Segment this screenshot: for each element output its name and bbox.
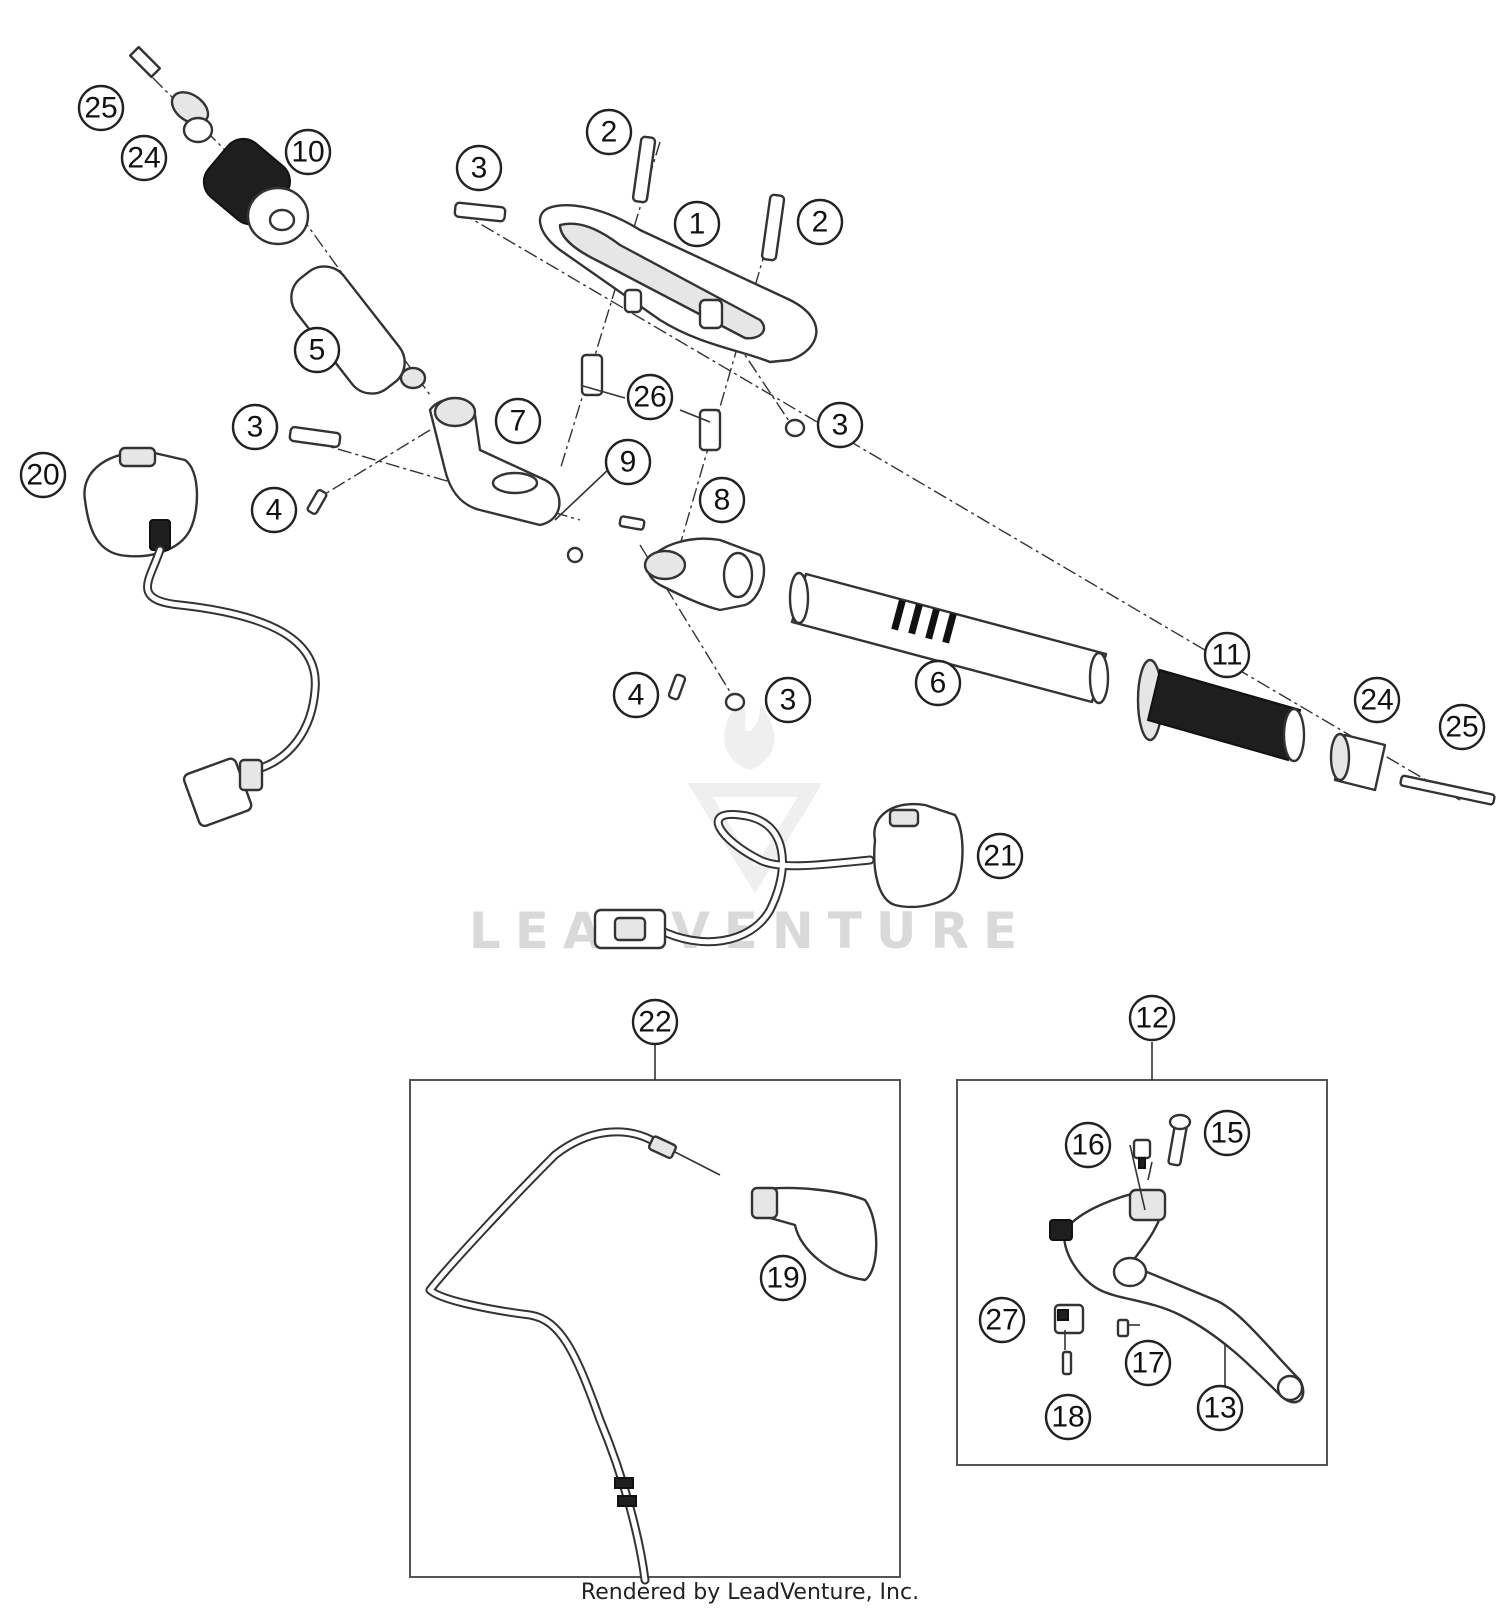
bolt-3-mid-left (288, 425, 342, 449)
callout-26: 26 (626, 373, 674, 421)
callout-3: 3 (231, 403, 279, 451)
clamp-bolt-2b (760, 193, 786, 262)
callout-2: 2 (796, 198, 844, 246)
throttle-cover (750, 1186, 878, 1282)
callout-3: 3 (816, 401, 864, 449)
bushing-26a (580, 353, 604, 397)
svg-text:16: 16 (1071, 1129, 1104, 1162)
svg-text:4: 4 (628, 679, 645, 712)
svg-text:17: 17 (1131, 1347, 1164, 1380)
screw-17 (1116, 1318, 1130, 1338)
switch-left (83, 446, 320, 828)
callout-4: 4 (612, 671, 660, 719)
svg-text:2: 2 (812, 206, 829, 239)
svg-text:9: 9 (620, 446, 637, 479)
svg-text:3: 3 (780, 684, 797, 717)
svg-text:27: 27 (985, 1304, 1018, 1337)
screw-4-bottom (667, 673, 687, 701)
screw-18 (1061, 1350, 1073, 1376)
svg-text:11: 11 (1211, 639, 1242, 672)
svg-text:13: 13 (1203, 1392, 1236, 1425)
callout-22: 22 (631, 998, 679, 1046)
bushing-26b (698, 408, 722, 452)
callout-6: 6 (914, 659, 962, 707)
svg-text:18: 18 (1051, 1401, 1084, 1434)
svg-text:15: 15 (1210, 1117, 1243, 1150)
callout-10: 10 (284, 128, 332, 176)
svg-text:4: 4 (266, 494, 283, 527)
screw-15 (1167, 1113, 1192, 1167)
throttle-housing (428, 396, 561, 527)
screw-9 (566, 515, 646, 564)
svg-text:22: 22 (638, 1006, 671, 1039)
switch-27 (1053, 1303, 1085, 1335)
callout-19: 19 (759, 1254, 807, 1302)
grip-left (202, 137, 310, 246)
callout-2: 2 (585, 108, 633, 156)
assembly-box-22 (409, 1079, 901, 1578)
bar-end-weight-left (128, 45, 214, 144)
throttle-tube (290, 265, 427, 395)
callout-7: 7 (494, 397, 542, 445)
svg-text:21: 21 (983, 840, 1016, 873)
svg-text:1: 1 (689, 208, 706, 241)
svg-text:2: 2 (601, 116, 618, 149)
assembly-box-12 (956, 1079, 1328, 1466)
callout-8: 8 (698, 476, 746, 524)
footer-credit: Rendered by LeadVenture, Inc. (580, 1580, 920, 1605)
nut-3-bottom (724, 692, 746, 712)
callout-12: 12 (1128, 994, 1176, 1042)
callout-3: 3 (455, 144, 503, 192)
nut-3-right (784, 418, 806, 438)
callout-9: 9 (604, 438, 652, 486)
svg-text:24: 24 (127, 142, 160, 175)
clamp-bolt-2a (631, 135, 657, 204)
handlebar-tube (788, 571, 1110, 705)
clutch-clamp (643, 537, 766, 612)
grip-right (1136, 658, 1306, 763)
screw-16 (1132, 1138, 1152, 1169)
callout-21: 21 (976, 832, 1024, 880)
callout-27: 27 (978, 1296, 1026, 1344)
callout-24: 24 (120, 134, 168, 182)
callout-1: 1 (673, 200, 721, 248)
clutch-lever-assembly (1049, 1144, 1305, 1404)
svg-text:26: 26 (633, 381, 666, 414)
svg-text:24: 24 (1360, 684, 1393, 717)
callout-4: 4 (250, 486, 298, 534)
svg-text:25: 25 (84, 92, 117, 125)
callout-13: 13 (1196, 1384, 1244, 1432)
svg-text:10: 10 (291, 136, 324, 169)
callout-3-extra: 3 (1142, 1414, 1159, 1447)
svg-text:3: 3 (247, 411, 264, 444)
switch-right (593, 802, 964, 950)
svg-text:3: 3 (832, 409, 849, 442)
svg-text:12: 12 (1135, 1002, 1168, 1035)
callout-24: 24 (1353, 676, 1401, 724)
screw-4-left (306, 489, 328, 515)
svg-text:6: 6 (930, 667, 947, 700)
svg-text:20: 20 (26, 459, 59, 492)
callout-3: 3 (764, 676, 812, 724)
svg-text:19: 19 (766, 1262, 799, 1295)
callout-11: 11 (1203, 631, 1251, 679)
svg-text:25: 25 (1445, 711, 1478, 744)
callout-15: 15 (1203, 1109, 1251, 1157)
svg-text:3: 3 (471, 152, 488, 185)
callout-5: 5 (293, 326, 341, 374)
svg-text:8: 8 (714, 484, 731, 517)
bar-end-weight-right (1329, 732, 1496, 806)
callout-16: 16 (1064, 1121, 1112, 1169)
callout-17: 17 (1124, 1339, 1172, 1387)
svg-text:5: 5 (309, 334, 326, 367)
callout-18: 18 (1044, 1393, 1092, 1441)
throttle-cable (425, 1127, 721, 1585)
callout-25: 25 (1438, 703, 1486, 751)
svg-text:7: 7 (510, 405, 527, 438)
bolt-3-top-left (453, 201, 507, 223)
callout-20: 20 (19, 451, 67, 499)
callout-25: 25 (77, 84, 125, 132)
handlebar-clamp-top (538, 204, 818, 364)
